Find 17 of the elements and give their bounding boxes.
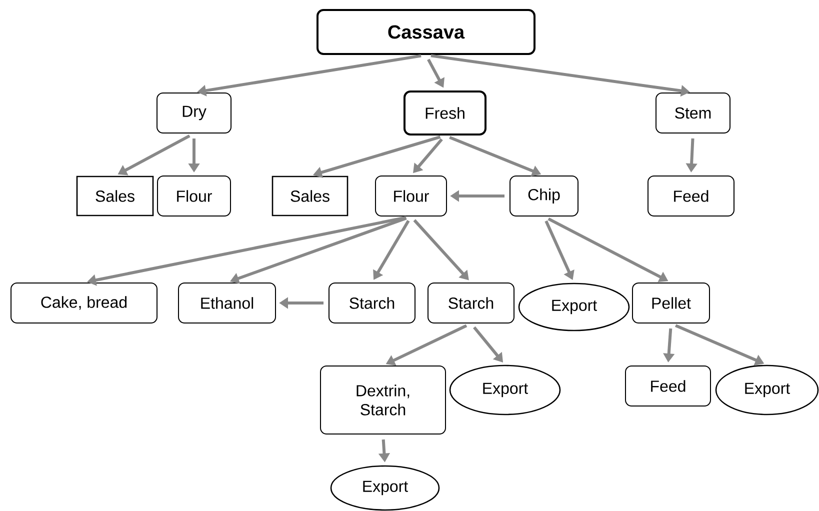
process-box: Fresh — [404, 90, 486, 136]
process-box: Stem — [656, 92, 730, 134]
process-box: Flour — [375, 176, 447, 216]
process-box: Pellet — [632, 282, 710, 324]
process-box: Ethanol — [178, 282, 276, 324]
process-box: Feed — [648, 176, 734, 216]
process-box: Dry — [156, 92, 232, 134]
process-box: Sales — [272, 176, 348, 216]
process-box: Starch — [328, 282, 416, 324]
process-box: Chip — [510, 176, 578, 216]
process-box: Starch — [428, 282, 514, 324]
process-box: Feed — [625, 366, 711, 406]
process-box: Cake, bread — [10, 282, 158, 324]
process-box: Sales — [76, 176, 154, 216]
process-box: Dextrin, Starch — [320, 366, 446, 434]
process-box: Flour — [157, 176, 231, 216]
root-box: Cassava — [316, 9, 536, 55]
